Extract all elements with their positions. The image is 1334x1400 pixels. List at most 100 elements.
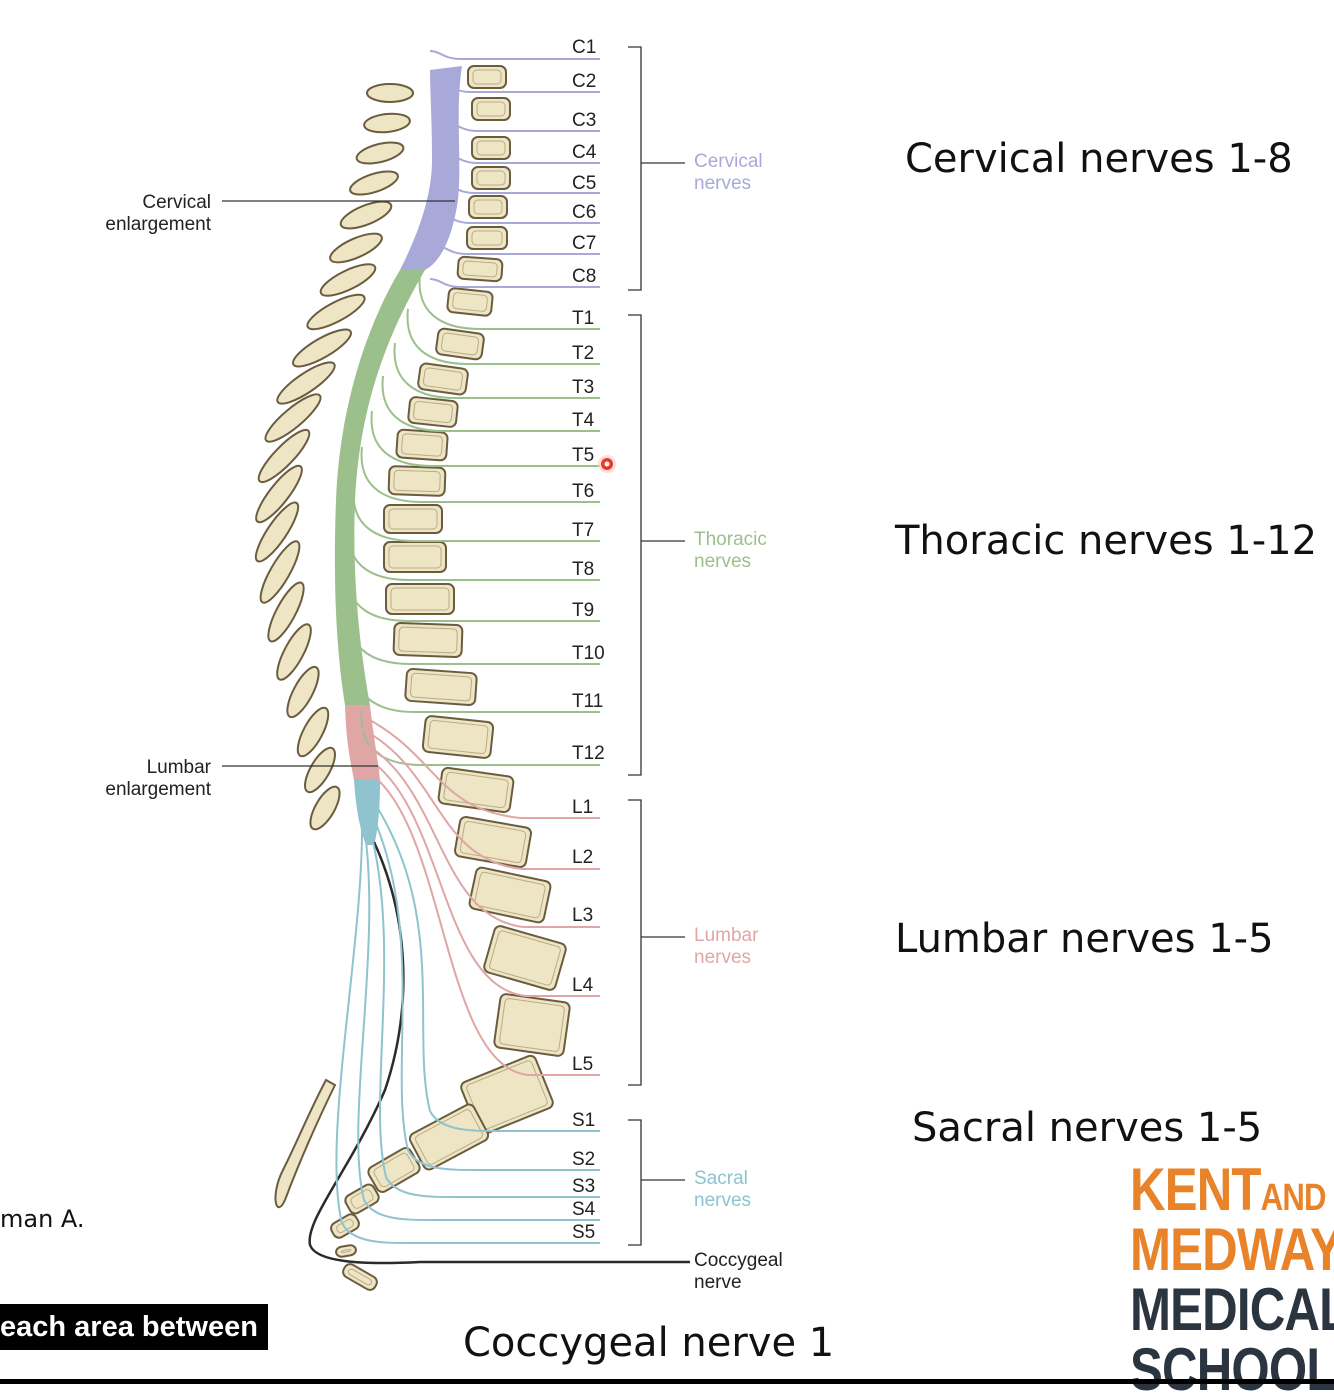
spinous-process [276,623,312,681]
plexus-label-thoracic: nerves [694,551,751,572]
spinous-process [309,785,341,831]
vertebral-body [471,97,511,121]
spinous-process [339,200,393,230]
heading-coccygeal: Coccygeal nerve 1 [463,1320,835,1366]
nerve-label-t10: T10 [572,643,605,664]
spinous-process [366,83,414,103]
vertebral-body [407,396,459,428]
kent-medway-logo: KENTAND MEDWAY MEDICAL SCHOOL [1130,1160,1334,1400]
nerve-line-l5 [357,765,600,1076]
heading-thoracic: Thoracic nerves 1-12 [895,518,1318,564]
nerve-line-t4 [381,375,600,432]
nerve-line-t5 [370,410,600,467]
vertebral-body [387,465,447,497]
plexus-label-sacral: Sacral [694,1168,748,1189]
nerve-label-t8: T8 [572,559,594,580]
nerve-label-l4: L4 [572,975,594,996]
nerve-label-c2: C2 [572,71,596,92]
vertebral-body [471,166,511,190]
nerve-label-t5: T5 [572,445,594,466]
bracket-cervical [628,46,685,291]
plexus-label-cervical: nerves [694,173,751,194]
side-label-lumbar_enlargement: enlargement [105,779,211,800]
vertebral-body [385,583,455,615]
nerve-label-t2: T2 [572,343,594,364]
vertebral-body [437,766,515,814]
nerve-line-c2 [439,83,600,93]
nerve-line-c1 [429,50,600,60]
nerve-line-c4 [446,154,600,164]
nerve-line-c6 [439,214,600,224]
nerve-label-t1: T1 [572,308,594,329]
nerve-label-c8: C8 [572,266,596,287]
nerve-line-t1 [418,273,600,330]
nerve-line-s2 [364,799,600,1171]
nerve-line-t11 [353,656,600,713]
bracket-sacral [628,1119,685,1246]
nerve-line-c8 [429,278,600,288]
nerve-label-s2: S2 [572,1149,595,1170]
nerve-label-l5: L5 [572,1054,593,1075]
plexus-label-cervical: Cervical [694,151,763,172]
vertebral-body [468,195,508,219]
nerve-line-c3 [446,122,600,132]
spinal-nerve-lines [335,50,600,1244]
vertebral-body [417,362,469,396]
spinous-process [257,428,311,484]
heading-sacral: Sacral nerves 1-5 [912,1105,1263,1151]
vertebral-body [395,428,449,462]
spinous-process [255,464,303,524]
spinous-process [267,581,305,643]
vertebral-body [404,668,478,706]
vertebral-body [383,504,443,534]
nerve-line-s4 [357,819,600,1221]
nerve-label-c1: C1 [572,37,596,58]
side-label-lumbar_enlargement: Lumbar [147,757,212,778]
subtitle-caption: each area between [0,1304,268,1350]
nerve-label-t7: T7 [572,520,594,541]
logo-line-3: MEDICAL [1130,1276,1334,1343]
credit-text: man A. [0,1205,85,1233]
nerve-label-t3: T3 [572,377,594,398]
nerve-label-t4: T4 [572,410,595,431]
nerve-line-c7 [435,245,600,255]
plexus-label-coccygeal: Coccygeal [694,1250,783,1271]
vertebral-column [254,65,571,1291]
vertebral-body [493,993,571,1057]
nerve-label-s5: S5 [572,1222,595,1243]
nerve-line-s1 [365,789,600,1132]
nerve-label-c4: C4 [572,142,597,163]
vertebral-body [342,1263,378,1291]
spinous-process [349,170,399,196]
nerve-line-t8 [347,524,600,581]
nerve-label-c6: C6 [572,202,596,223]
nerve-label-t6: T6 [572,481,594,502]
vertebral-body [344,1183,380,1215]
nerve-label-l3: L3 [572,905,593,926]
nerve-line-s5 [335,829,600,1244]
vertebral-body [335,1244,357,1258]
spinous-process [259,540,301,604]
spinous-process [292,328,352,368]
side-label-cervical_enlargement: enlargement [105,214,211,235]
laser-pointer-icon [598,455,616,473]
nerve-line-t7 [352,485,600,542]
bottom-border [0,1379,1334,1384]
vertebral-body [435,327,485,361]
vertebral-body [483,925,567,991]
nerve-label-l2: L2 [572,847,593,868]
nerve-label-l1: L1 [572,797,593,818]
nerve-line-l1 [349,709,600,819]
spinous-process [329,232,383,264]
bracket-lumbar [628,799,685,1086]
heading-lumbar: Lumbar nerves 1-5 [895,916,1274,962]
nerve-line-t3 [393,342,600,399]
sacrum [274,1078,337,1209]
nerve-label-c3: C3 [572,110,596,131]
spinous-process [355,141,405,165]
vertebral-body [468,866,552,924]
heading-cervical: Cervical nerves 1-8 [905,136,1293,182]
logo-line-2: MEDWAY [1130,1216,1334,1283]
nerve-label-t11: T11 [572,691,603,712]
